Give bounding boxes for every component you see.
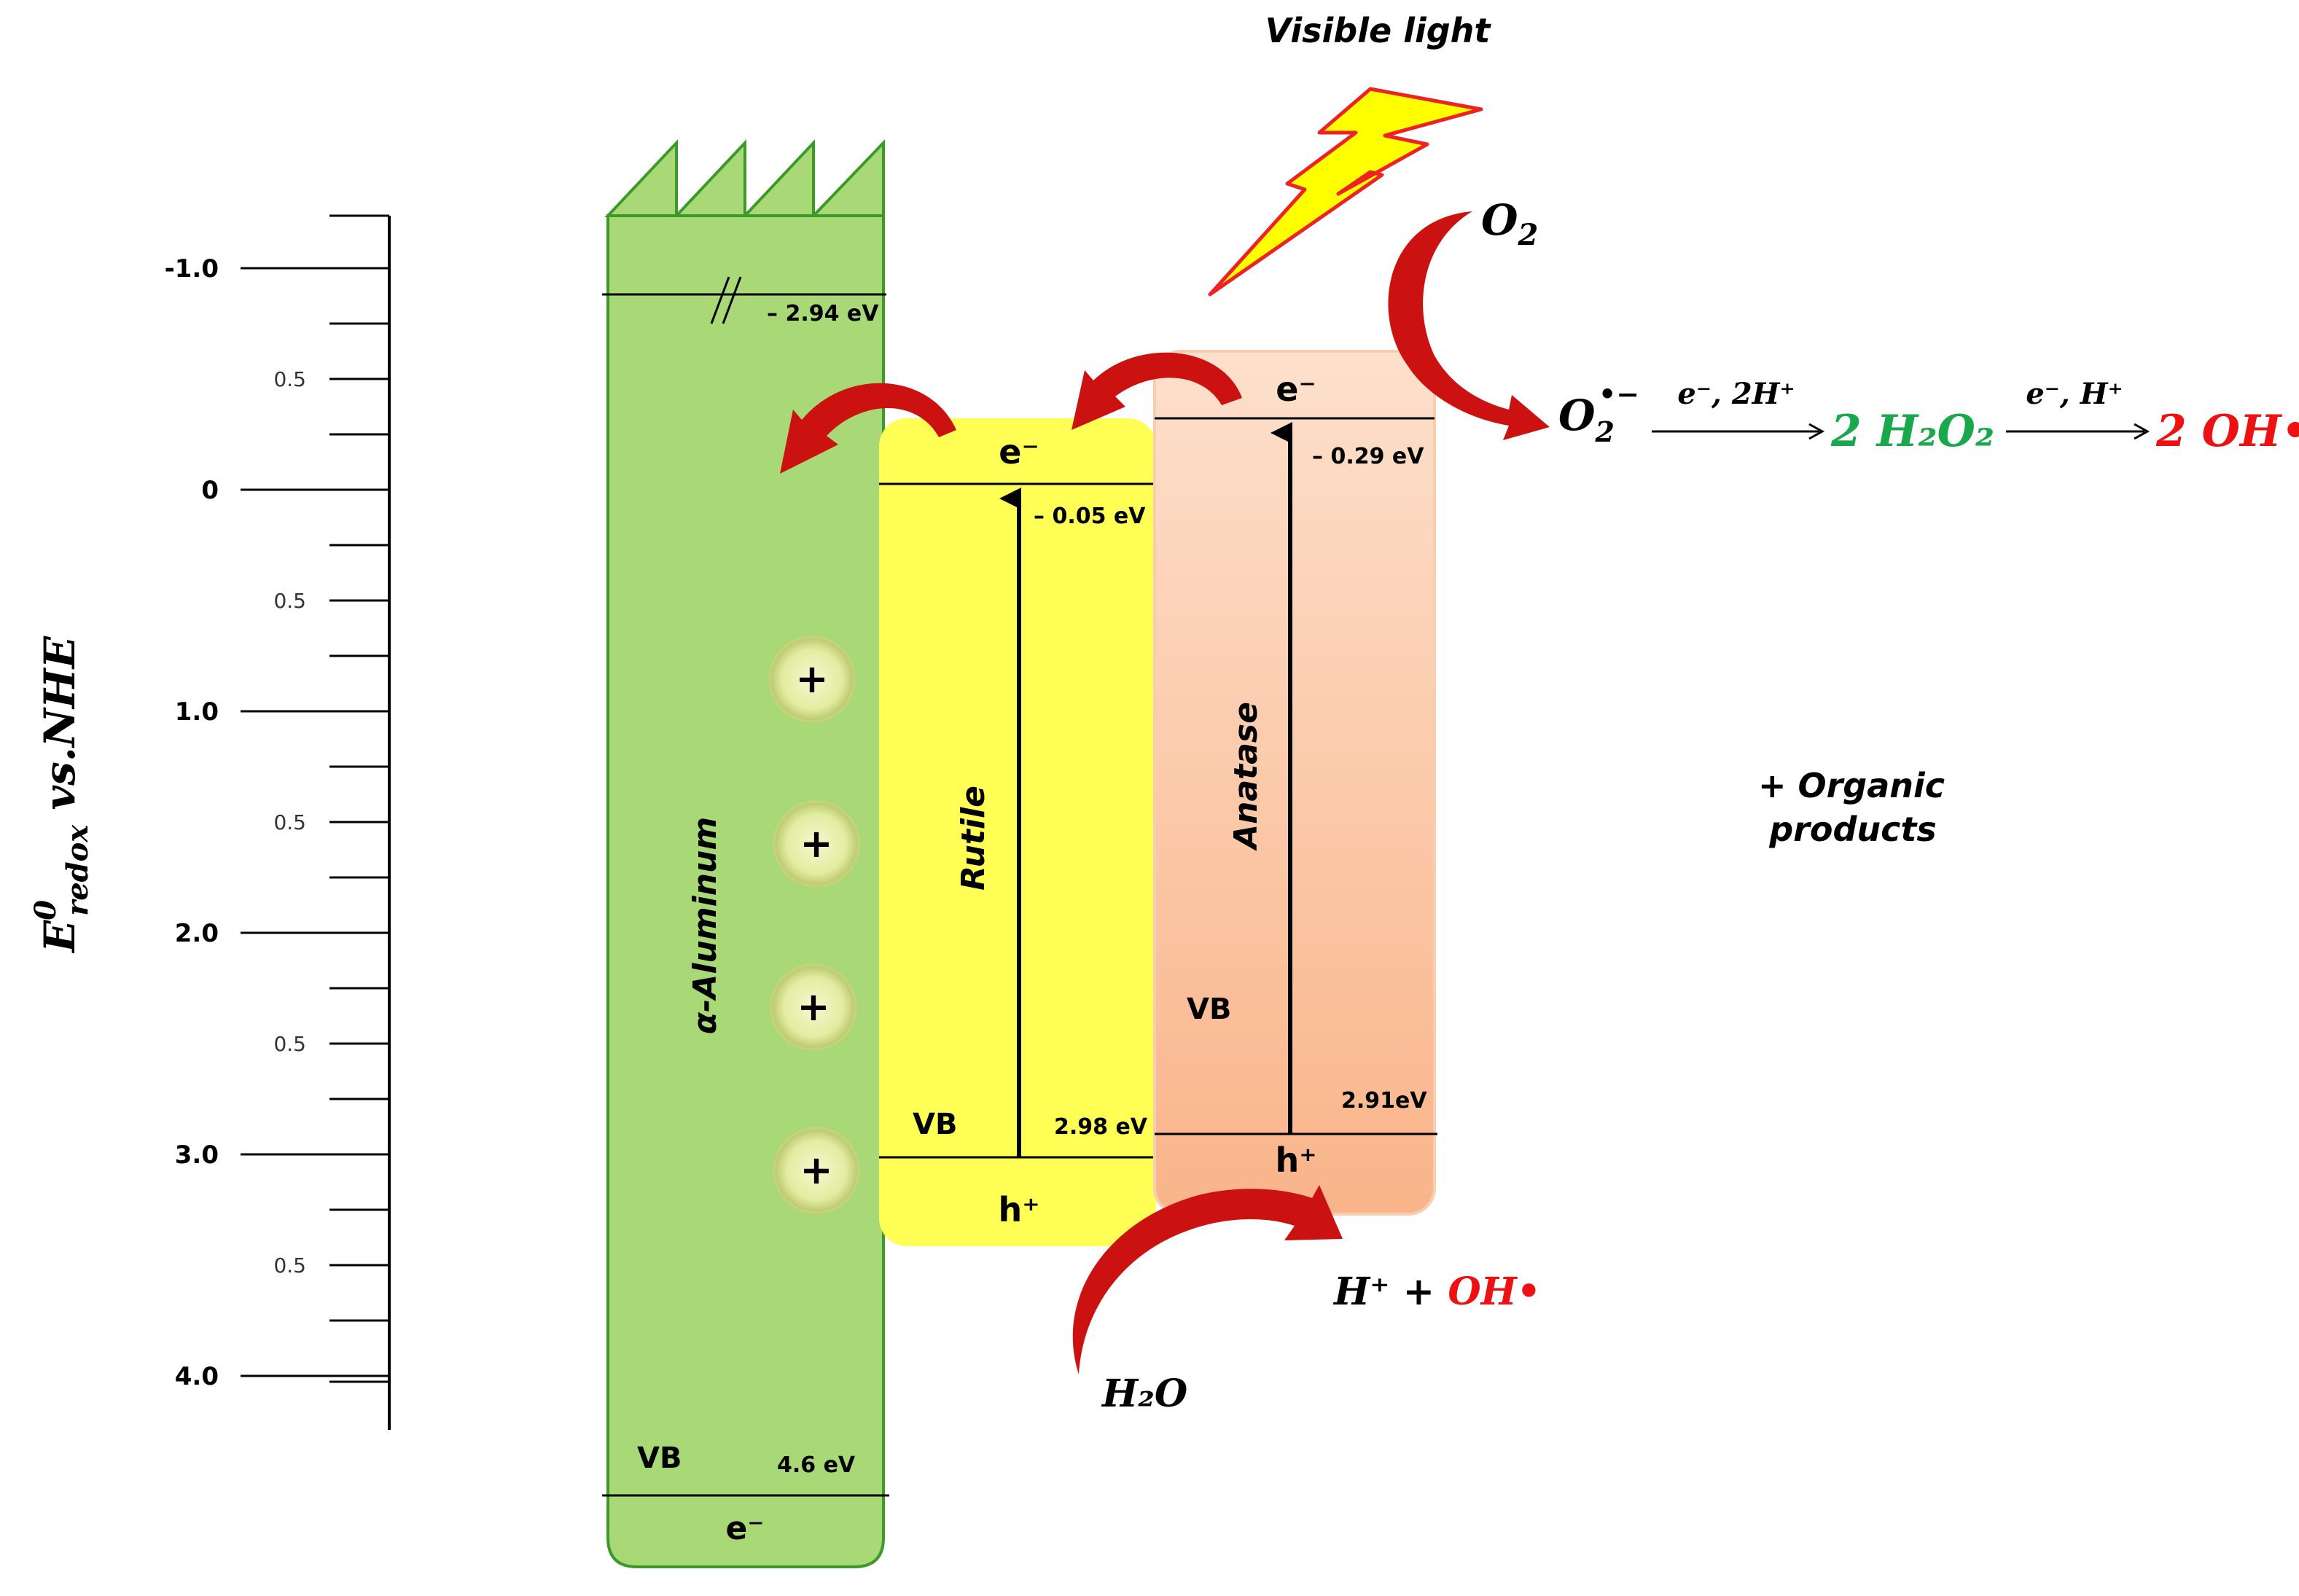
hole-circle bbox=[773, 1127, 860, 1214]
axis-title-main: E bbox=[35, 920, 85, 954]
energy-axis: -1.0 0.5 0 0.5 1.0 0.5 2.0 0.5 3.0 0.5 4.0 bbox=[165, 214, 391, 1430]
hole-plus-icon: + bbox=[800, 821, 832, 867]
axis-major-label: 1.0 bbox=[175, 697, 219, 727]
reaction-step1-label: e⁻, 2H⁺ bbox=[1677, 377, 1795, 411]
hole-plus-icon: + bbox=[800, 1147, 832, 1193]
axis-major-label: 2.0 bbox=[175, 919, 219, 948]
axis-major-label: 3.0 bbox=[175, 1141, 219, 1170]
anatase-to-rutile-arrow-icon bbox=[1072, 352, 1242, 430]
anatase-name: Anatase bbox=[1227, 702, 1265, 851]
axis-title-sub: redox bbox=[60, 824, 95, 916]
reaction-step2-label: e⁻, H⁺ bbox=[2026, 377, 2123, 411]
anatase-vb-label: VB bbox=[1187, 993, 1231, 1026]
water-oxidation-arrow-icon bbox=[1072, 1185, 1343, 1374]
axis-minor-label: 0.5 bbox=[273, 367, 306, 391]
superoxide-label: O2 •− bbox=[1558, 378, 1639, 448]
axis-major-label: -1.0 bbox=[165, 254, 219, 283]
reaction-arrow-1-head-icon bbox=[1808, 423, 1825, 440]
superoxide-sup: •− bbox=[1599, 378, 1639, 410]
axis-minor-label: 0.5 bbox=[273, 810, 306, 834]
anatase-cb-value: – 0.29 eV bbox=[1312, 444, 1424, 469]
o2-label: O2 bbox=[1481, 195, 1538, 252]
aluminum-block: – 2.94 eV α-Aluminum + + + + VB 4.6 eV e⁻ bbox=[602, 138, 889, 1568]
oh-radical-text: OH• bbox=[1448, 1270, 1541, 1314]
aluminum-body bbox=[606, 214, 885, 1568]
aluminum-sawtooth bbox=[604, 138, 885, 220]
anatase-body bbox=[1153, 350, 1436, 1216]
lightning-bolt-icon bbox=[1208, 87, 1483, 297]
axis-minor-label: 0.5 bbox=[273, 1032, 306, 1056]
axis-title: E0redox vs.NHE bbox=[28, 635, 95, 954]
h-plus-text: H⁺ + bbox=[1332, 1270, 1448, 1314]
aluminum-name: α-Aluminum bbox=[687, 817, 724, 1034]
hole-circle bbox=[770, 963, 857, 1051]
hole-plus-icon: + bbox=[795, 656, 828, 702]
anatase-vb-value: 2.91eV bbox=[1341, 1088, 1427, 1114]
anatase-hole: h⁺ bbox=[1275, 1141, 1316, 1180]
superoxide-sub: 2 bbox=[1595, 415, 1615, 448]
hole-circle bbox=[773, 800, 860, 888]
axis-minor-label: 0.5 bbox=[273, 1253, 306, 1278]
aluminum-vb-value: 4.6 eV bbox=[777, 1452, 856, 1478]
water-label: H₂O bbox=[1101, 1372, 1187, 1416]
axis-major-label: 4.0 bbox=[175, 1362, 219, 1391]
axis-major-label: 0 bbox=[201, 476, 219, 505]
axis-title-rest: vs.NHE bbox=[35, 635, 85, 825]
axis-title-sup: 0 bbox=[28, 900, 63, 920]
hole-plus-icon: + bbox=[797, 984, 830, 1030]
rutile-vb-label: VB bbox=[913, 1108, 957, 1141]
aluminum-cb-value: – 2.94 eV bbox=[767, 301, 879, 326]
h2o2-product: 2 H₂O₂ bbox=[1830, 406, 1994, 457]
o2-reduction-arrow-icon bbox=[1388, 211, 1550, 440]
rutile-vb-value: 2.98 eV bbox=[1054, 1114, 1148, 1140]
anatase-electron: e⁻ bbox=[1276, 369, 1316, 409]
organic-line1: + Organic bbox=[1758, 766, 1945, 805]
axis-minor-label: 0.5 bbox=[273, 589, 306, 613]
axis-break-icon-2 bbox=[722, 276, 742, 324]
superoxide-main: O bbox=[1558, 391, 1596, 440]
visible-light-label: Visible light bbox=[1265, 11, 1492, 50]
rutile-block: e⁻ – 0.05 eV Rutile VB 2.98 eV h⁺ bbox=[879, 418, 1156, 1246]
hydroxyl-formation: H⁺ + OH• bbox=[1332, 1270, 1541, 1314]
rutile-name: Rutile bbox=[955, 786, 992, 891]
hole-circle bbox=[768, 635, 856, 723]
aluminum-electron: e⁻ bbox=[725, 1510, 764, 1547]
organic-products-label: + Organic bbox=[1758, 766, 1945, 805]
rutile-electron: e⁻ bbox=[999, 432, 1039, 472]
o2-label-sub: 2 bbox=[1518, 218, 1539, 252]
organic-products-label-2: products bbox=[1768, 810, 1937, 849]
o2-label-main: O bbox=[1481, 195, 1518, 245]
oh-radical-product: 2 OH• bbox=[2155, 406, 2299, 457]
rutile-cb-value: – 0.05 eV bbox=[1034, 504, 1146, 529]
reaction-arrow-2-head-icon bbox=[2134, 423, 2150, 440]
aluminum-vb-label: VB bbox=[637, 1442, 682, 1475]
rutile-to-aluminum-arrow-icon bbox=[780, 383, 956, 474]
charge-transfer-arrows bbox=[780, 211, 1550, 1374]
axis-break-icon bbox=[710, 276, 730, 324]
rutile-hole: h⁺ bbox=[998, 1190, 1039, 1229]
anatase-block: e⁻ – 0.29 eV Anatase VB 2.91eV h⁺ bbox=[1153, 350, 1437, 1216]
